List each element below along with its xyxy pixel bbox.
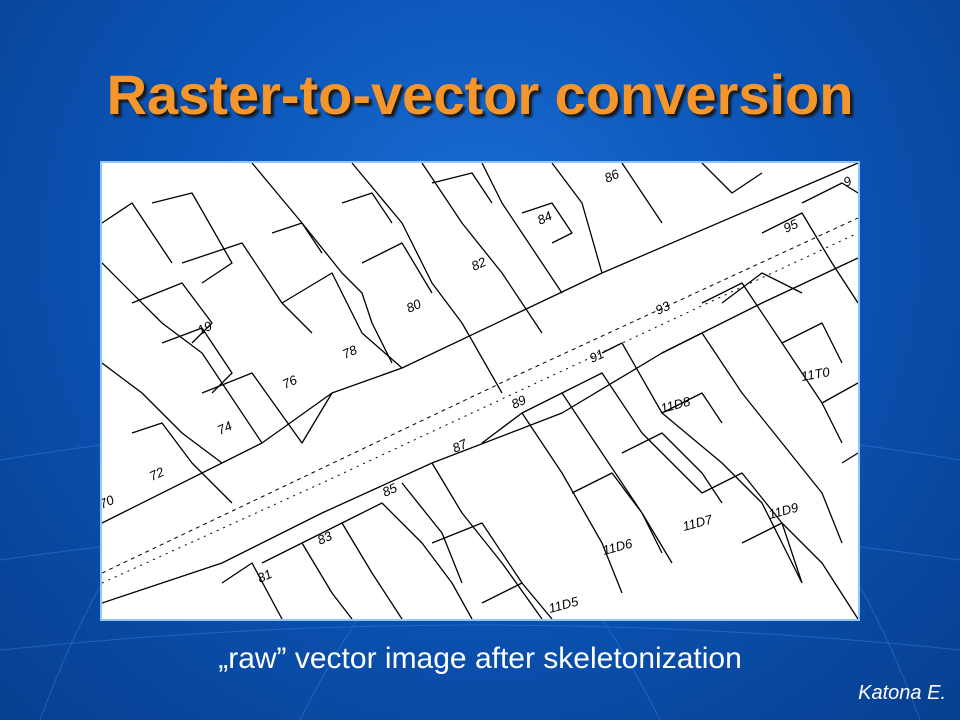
parcel-label: 83 xyxy=(315,528,335,548)
parcel-label: 19 xyxy=(195,318,214,338)
figure-caption: „raw” vector image after skeletonization xyxy=(218,642,742,675)
skeletonized-map-drawing: 86 84 82 80 78 76 74 72 70 19 95 93 91 8… xyxy=(102,163,858,619)
parcel-label: 11D6 xyxy=(601,535,635,557)
parcel-label: 80 xyxy=(404,296,424,316)
author-credit: Katona E. xyxy=(858,682,946,704)
parcel-label: 82 xyxy=(469,254,489,274)
vector-map-figure: 86 84 82 80 78 76 74 72 70 19 95 93 91 8… xyxy=(100,161,860,621)
parcel-label: 81 xyxy=(255,566,274,586)
parcel-label: 93 xyxy=(653,298,673,318)
parcel-label: 91 xyxy=(587,346,606,366)
parcel-label: 95 xyxy=(781,216,801,236)
parcel-label: 84 xyxy=(535,208,554,228)
parcel-label: 11D7 xyxy=(681,511,715,533)
parcel-label: 85 xyxy=(380,480,400,500)
parcel-label: 89 xyxy=(509,392,528,412)
parcel-label: 11T0 xyxy=(800,364,832,384)
parcel-label: 72 xyxy=(147,464,167,484)
parcel-label: 86 xyxy=(602,166,622,186)
parcel-label: 9 xyxy=(841,173,854,190)
parcel-label: 87 xyxy=(450,436,470,456)
parcel-label: 70 xyxy=(102,492,117,512)
parcel-label: 11D5 xyxy=(547,593,581,615)
parcel-label: 78 xyxy=(340,342,360,362)
parcel-label: 11D8 xyxy=(659,393,693,415)
slide-title: Raster-to-vector conversion xyxy=(106,63,854,126)
parcel-label: 76 xyxy=(280,372,300,392)
parcel-label: 11D9 xyxy=(767,500,800,522)
parcel-label: 74 xyxy=(215,418,234,438)
